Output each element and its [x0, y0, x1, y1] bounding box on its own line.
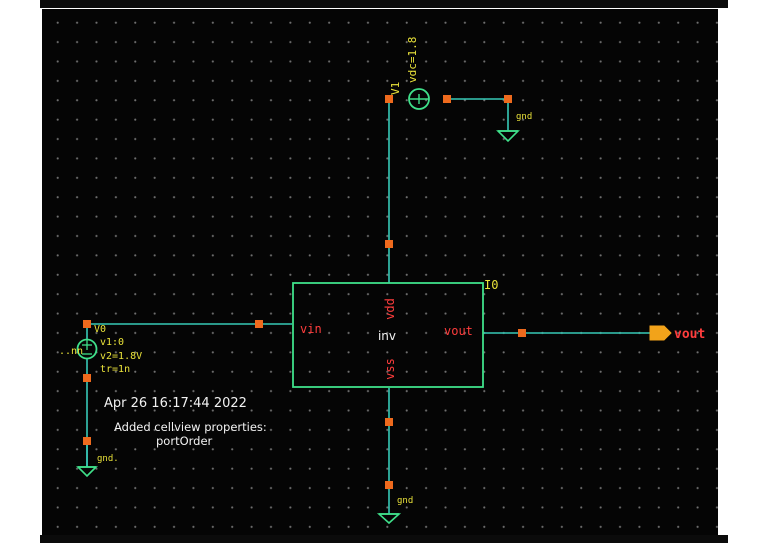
v0-v2-label: v2=1.8V: [100, 351, 142, 362]
gnd-top-triangle: [496, 130, 520, 143]
gnd-label-left: gnd.: [97, 454, 119, 464]
bottom-border: [40, 535, 728, 543]
pin-v0-top[interactable]: [83, 320, 91, 328]
v1-vdc-label: vdc=1.8: [406, 37, 419, 83]
pin-vss-wire[interactable]: [385, 418, 393, 426]
pin-vin-wire[interactable]: [255, 320, 263, 328]
v1-name-label: V1: [389, 82, 402, 95]
message-line1: Added cellview properties:: [114, 420, 267, 434]
output-port-vout[interactable]: vout: [649, 325, 705, 342]
pin-vout-wire[interactable]: [518, 329, 526, 337]
inverter-instance[interactable]: vin vout vdd vss inv I0: [292, 278, 498, 388]
gnd-symbol-left[interactable]: gnd.: [76, 441, 119, 478]
output-port-label: vout: [674, 327, 705, 342]
connection-pins: [83, 95, 526, 489]
pin-v1-right[interactable]: [443, 95, 451, 103]
pin-vdd-top[interactable]: [385, 95, 393, 103]
cell-name-label: inv: [378, 329, 396, 343]
gnd-symbol-bottom[interactable]: gnd: [376, 496, 413, 525]
pulse-glyph: ..nn: [59, 346, 83, 357]
message-timestamp: Apr 26 16:17:44 2022: [104, 396, 247, 411]
pin-v0-bottom[interactable]: [83, 374, 91, 382]
gnd-bottom-triangle: [376, 513, 402, 525]
pin-gnd-left[interactable]: [83, 437, 91, 445]
pulse-source-v0[interactable]: ..nn V0 v1:0 v2=1.8V tr=1n: [59, 324, 142, 375]
v0-name-label: V0: [94, 324, 106, 335]
gnd-label-bottom: gnd: [397, 496, 413, 506]
top-border: [40, 0, 728, 8]
gnd-symbol-top[interactable]: gnd: [496, 112, 532, 143]
output-port-arrow[interactable]: [649, 325, 672, 341]
inverter-body[interactable]: [292, 282, 484, 388]
vdc-source-v1[interactable]: V1 vdc=1.8: [389, 37, 430, 110]
pin-label-vss: vss: [383, 358, 397, 380]
pin-vdd-wire[interactable]: [385, 240, 393, 248]
message-line2: portOrder: [156, 434, 213, 448]
pin-gnd-bottom[interactable]: [385, 481, 393, 489]
pulse-source-symbol[interactable]: [76, 338, 98, 360]
wires: [86, 98, 650, 514]
v0-tr-label: tr=1n: [100, 364, 130, 375]
schematic-canvas[interactable]: vin vout vdd vss inv I0 V1 vdc=1.8 ..nn …: [42, 9, 718, 535]
gnd-left-triangle: [76, 466, 98, 478]
v0-v1-label: v1:0: [100, 337, 124, 348]
schematic-svg[interactable]: vin vout vdd vss inv I0 V1 vdc=1.8 ..nn …: [42, 9, 718, 535]
pin-label-vin: vin: [300, 322, 322, 336]
instance-name-label: I0: [484, 278, 498, 292]
pin-gnd-top[interactable]: [504, 95, 512, 103]
gnd-label-top: gnd: [516, 112, 532, 122]
status-message: Apr 26 16:17:44 2022 Added cellview prop…: [104, 396, 267, 448]
pin-label-vout: vout: [444, 324, 473, 338]
pin-label-vdd: vdd: [383, 298, 397, 320]
